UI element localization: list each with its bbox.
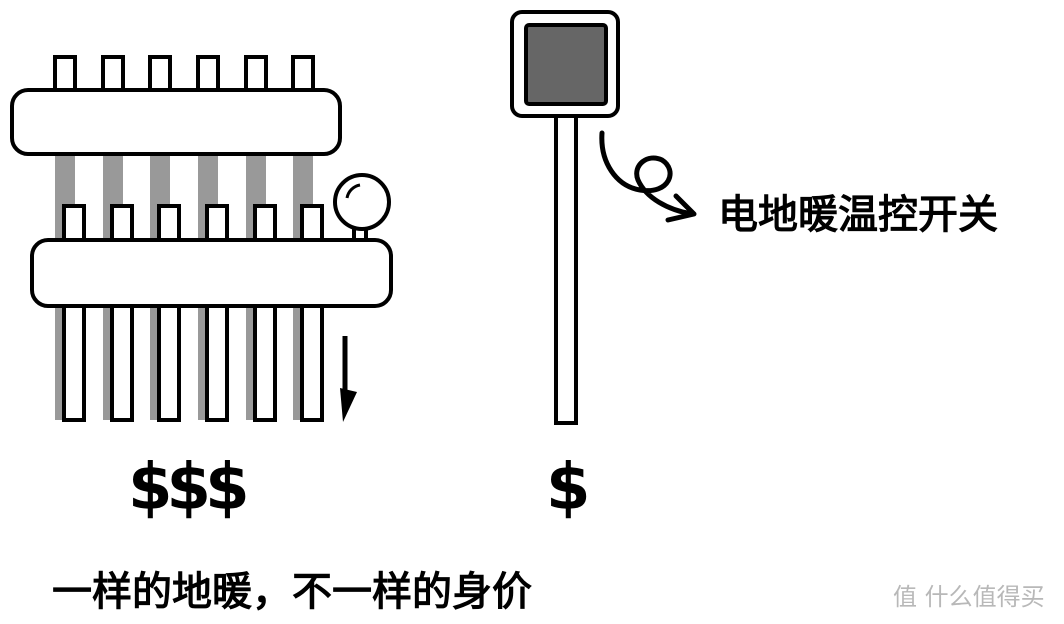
lower-manifold-bar [30, 238, 393, 308]
water-manifold [10, 55, 393, 422]
caption: 一样的地暖，不一样的身价 [52, 569, 532, 615]
thermostat-label: 电地暖温控开关 [718, 192, 998, 238]
lower-valve-caps [62, 204, 324, 244]
electric-thermostat [510, 10, 697, 425]
cost-low-label: $ [546, 451, 591, 525]
cost-high-label: $$$ [128, 451, 250, 525]
upper-valve-caps [53, 55, 315, 95]
arrow-down-icon [340, 336, 357, 422]
thermostat-rod [554, 113, 578, 425]
watermark: 值 什么值得买 [893, 583, 1045, 611]
heating-pipes [62, 304, 324, 422]
upper-manifold-bar [10, 88, 342, 156]
gauge-icon [333, 173, 391, 246]
thermostat-screen [524, 23, 608, 106]
curly-arrow-icon [599, 130, 697, 223]
